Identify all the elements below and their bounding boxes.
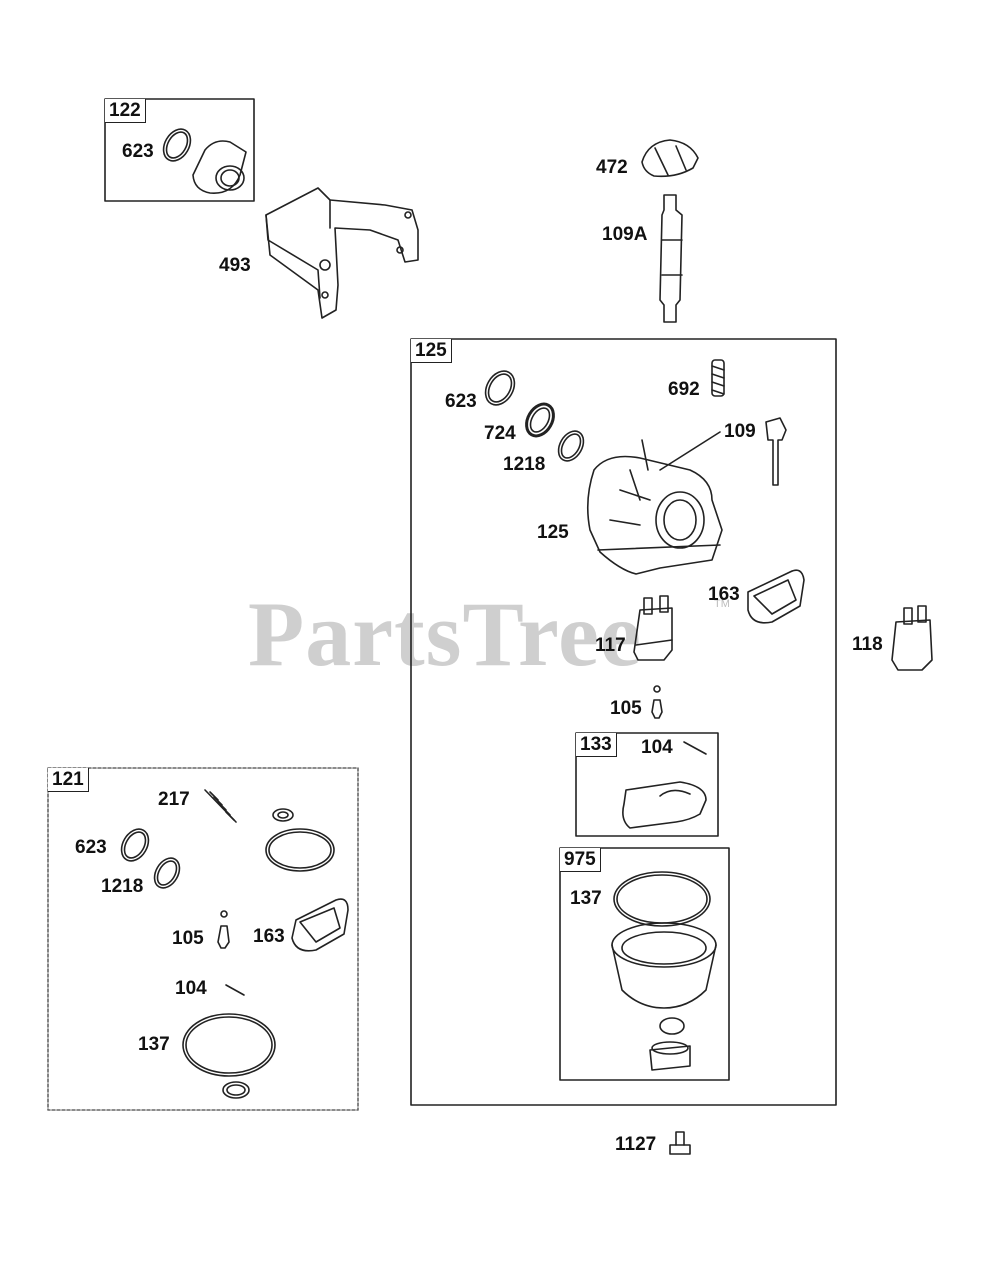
- callout-1218-kit121: 1218: [101, 876, 144, 897]
- callout-137: 137: [570, 888, 602, 909]
- kit-number-125: 125: [411, 339, 452, 363]
- part-118-solenoid: [891, 605, 933, 671]
- callout-1218: 1218: [503, 454, 546, 475]
- part-493-bracket: [265, 187, 419, 319]
- part-1218-ring: [557, 430, 585, 462]
- callout-137-kit121: 137: [138, 1034, 170, 1055]
- part-1218-ring-kit: [153, 857, 181, 889]
- callout-125: 125: [537, 522, 569, 543]
- watermark-trademark: TM: [714, 598, 730, 610]
- kit-number-122: 122: [105, 99, 146, 123]
- part-105-jet-kit: [217, 910, 230, 949]
- kit-box-975: [559, 847, 730, 1081]
- part-104-pin: [683, 741, 707, 755]
- kit-box-121: [47, 767, 359, 1111]
- part-133-float: [622, 781, 707, 829]
- part-122-fitting: [162, 128, 247, 194]
- part-472-knob: [641, 139, 699, 178]
- callout-1127: 1127: [615, 1134, 657, 1155]
- kit-box-125: [410, 338, 837, 1106]
- part-105-jet: [651, 685, 663, 719]
- part-125-carburetor: [586, 431, 723, 575]
- callout-163-kit121: 163: [253, 926, 285, 947]
- part-137-seal: [613, 871, 711, 927]
- part-217-spring: [204, 789, 237, 823]
- callout-104-kit121: 104: [175, 978, 207, 999]
- part-109-shaft: [765, 417, 787, 486]
- part-oring-large: [265, 828, 335, 872]
- kit-box-122: [104, 98, 255, 202]
- callout-109A: 109A: [602, 224, 648, 245]
- callout-105: 105: [610, 698, 642, 719]
- part-117-solenoid: [633, 595, 673, 661]
- callout-104: 104: [641, 737, 673, 758]
- part-975-bowl: [611, 922, 717, 1071]
- part-washer-small: [272, 808, 294, 822]
- callout-493: 493: [219, 255, 251, 276]
- part-104-pin-kit: [225, 984, 245, 996]
- callout-117: 117: [595, 635, 626, 656]
- callout-472: 472: [596, 157, 628, 178]
- callout-163: 163: [708, 584, 740, 605]
- part-109A-rod: [659, 194, 683, 323]
- kit-number-121: 121: [48, 768, 89, 792]
- part-washer-kit: [222, 1081, 250, 1099]
- part-137-seal-kit: [182, 1013, 276, 1077]
- callout-118: 118: [852, 634, 883, 655]
- part-623-ring-kit: [120, 828, 150, 862]
- callout-692: 692: [668, 379, 700, 400]
- callout-623: 623: [122, 141, 154, 162]
- callout-217: 217: [158, 789, 190, 810]
- part-1127-screw: [669, 1131, 691, 1155]
- part-623-ring: [484, 370, 516, 406]
- callout-623-kit121: 623: [75, 837, 107, 858]
- kit-number-975: 975: [560, 848, 601, 872]
- part-724-ring: [525, 402, 555, 438]
- kit-box-133: [575, 732, 719, 837]
- callout-105-kit121: 105: [172, 928, 204, 949]
- kit-number-133: 133: [576, 733, 617, 757]
- callout-724: 724: [484, 423, 516, 444]
- part-163-gasket-kit: [291, 898, 349, 952]
- callout-623-kit125: 623: [445, 391, 477, 412]
- callout-109: 109: [724, 421, 756, 442]
- part-692-spring: [711, 359, 725, 397]
- part-163-gasket: [747, 569, 805, 624]
- watermark: PartsTree: [248, 583, 642, 685]
